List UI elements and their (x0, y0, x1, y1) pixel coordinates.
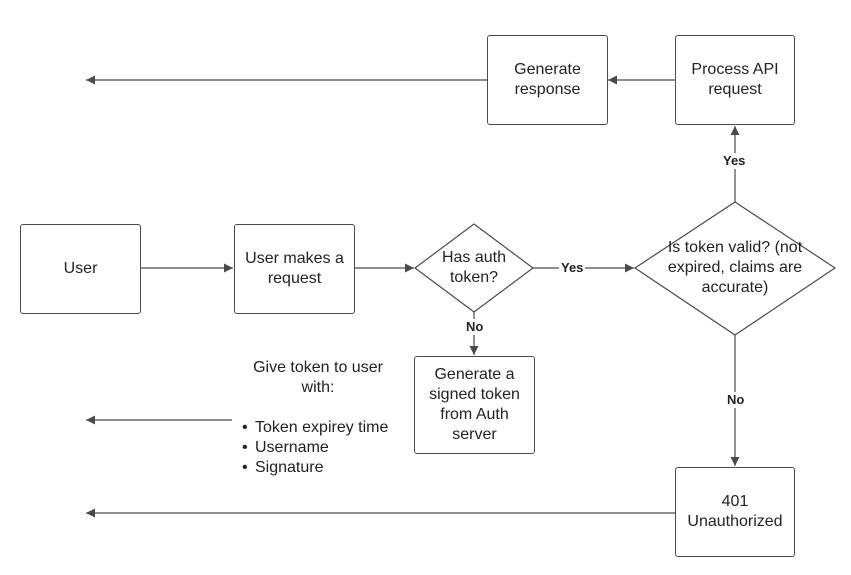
has-token-yes-label: Yes (559, 260, 586, 276)
token-note-title: Give token to user with: (253, 359, 383, 396)
unauthorized-label: 401 Unauthorized (687, 493, 783, 530)
token-valid-label: Is token valid? (not expired, claims are… (667, 239, 803, 296)
generate-response-label: Generate response (514, 61, 581, 98)
generate-response-box: Generate response (487, 35, 608, 125)
generate-token-box: Generate a signed token from Auth server (414, 356, 535, 454)
process-api-label: Process API request (691, 61, 779, 98)
has-token-diamond (413, 223, 535, 313)
user-box: User (20, 224, 141, 314)
token-note-item: Token expirey time (242, 418, 412, 438)
user-label: User (63, 260, 98, 277)
user-request-box: User makes a request (234, 224, 355, 314)
has-token-label: Has auth token? (441, 249, 507, 286)
generate-token-label: Generate a signed token from Auth server (429, 366, 520, 443)
has-token-no-label: No (464, 319, 486, 335)
valid-yes-label: Yes (721, 153, 748, 169)
token-valid-diamond (633, 201, 837, 336)
unauthorized-box: 401 Unauthorized (675, 467, 795, 557)
token-note-items: Token expirey timeUsernameSignature (242, 418, 412, 478)
token-note-list: Token expirey timeUsernameSignature (242, 418, 412, 478)
token-note-item: Signature (242, 458, 412, 478)
valid-no-label: No (725, 392, 747, 408)
token-note-item: Username (242, 438, 412, 458)
user-request-label: User makes a request (245, 250, 344, 287)
process-api-box: Process API request (675, 35, 795, 125)
